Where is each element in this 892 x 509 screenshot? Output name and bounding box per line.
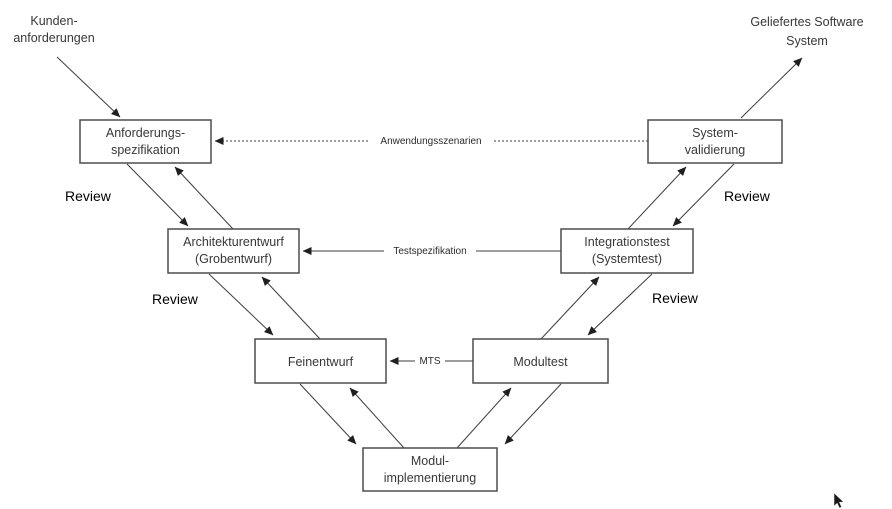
- node-modulimplementierung: Modul- implementierung: [362, 447, 498, 492]
- label-line1: Geliefertes Software: [750, 15, 863, 29]
- node-label-line2: spezifikation: [111, 143, 180, 157]
- arrow-systemvalidierung-to-integrationstest-down: [672, 163, 735, 227]
- node-label-line1: Feinentwurf: [288, 355, 354, 369]
- arrow-architektur-to-anforderung-up: [174, 166, 234, 230]
- mts-label: MTS: [419, 356, 440, 367]
- node-box: [472, 338, 609, 384]
- node-label-line1: Modul-: [411, 454, 449, 468]
- label-kundenanforderungen: Kunden- anforderungen: [13, 14, 94, 45]
- node-label-line1: Architekturentwurf: [183, 235, 284, 249]
- node-label-line1: Integrationstest: [584, 235, 670, 249]
- label-geliefertes-software-system: Geliefertes Software System: [750, 15, 863, 48]
- node-label-line1: System-: [692, 126, 738, 140]
- node-architekturentwurf: Architekturentwurf (Grobentwurf): [167, 228, 300, 274]
- review-label-left-top: Review: [65, 188, 112, 204]
- node-modultest: Modultest: [472, 338, 609, 384]
- node-label-line1: Modultest: [513, 355, 568, 369]
- node-anforderungsspezifikation: Anforderungs- spezifikation: [79, 119, 212, 164]
- review-label-left-mid: Review: [152, 291, 199, 307]
- arrow-architektur-to-feinentwurf-down: [208, 273, 274, 336]
- label-line1: Kunden-: [30, 14, 77, 28]
- node-systemvalidierung: System- validierung: [647, 119, 783, 164]
- arrow-feinentwurf-to-modulimplementierung-down: [299, 383, 357, 445]
- node-box: [254, 338, 387, 384]
- anwendungsszenarien-label-bg: [368, 134, 494, 147]
- arrow-modultest-to-integrationstest-up: [540, 276, 600, 340]
- review-label-right-mid: Review: [652, 290, 699, 306]
- testspezifikation-label-bg: [384, 244, 476, 257]
- node-box: [647, 119, 783, 164]
- arrow-integrationstest-to-systemvalidierung-up: [627, 166, 687, 230]
- label-line2: anforderungen: [13, 31, 94, 45]
- arrow-modulimplementierung-to-modultest-up: [456, 387, 512, 449]
- arrow-modultest-to-modulimplementierung-down: [504, 383, 562, 445]
- arrow-kundenanforderungen-to-anforderungsspezifikation: [56, 56, 121, 118]
- anwendungsszenarien-label: Anwendungsszenarien: [380, 136, 481, 147]
- arrow-anforderung-to-architektur-down: [126, 163, 189, 227]
- node-feinentwurf: Feinentwurf: [254, 338, 387, 384]
- node-box: [79, 119, 212, 164]
- node-integrationstest: Integrationstest (Systemtest): [560, 228, 694, 274]
- review-label-right-top: Review: [724, 188, 771, 204]
- node-box: [560, 228, 694, 274]
- testspezifikation-label: Testspezifikation: [393, 246, 466, 257]
- label-line2: System: [786, 34, 828, 48]
- node-label-line2: validierung: [685, 143, 746, 157]
- node-box: [362, 447, 498, 492]
- mouse-cursor-icon: [833, 492, 845, 509]
- node-box: [167, 228, 300, 274]
- arrow-modulimplementierung-to-feinentwurf-up: [349, 387, 405, 449]
- arrow-feinentwurf-to-architektur-up: [261, 276, 321, 340]
- mts-label-bg: [415, 354, 445, 367]
- node-label-line2: (Grobentwurf): [195, 252, 272, 266]
- arrow-systemvalidierung-to-geliefertes-system: [740, 57, 803, 119]
- node-label-line2: implementierung: [384, 471, 476, 485]
- arrow-integrationstest-to-modultest-down: [587, 273, 653, 336]
- node-label-line2: (Systemtest): [592, 252, 662, 266]
- node-label-line1: Anforderungs-: [106, 126, 185, 140]
